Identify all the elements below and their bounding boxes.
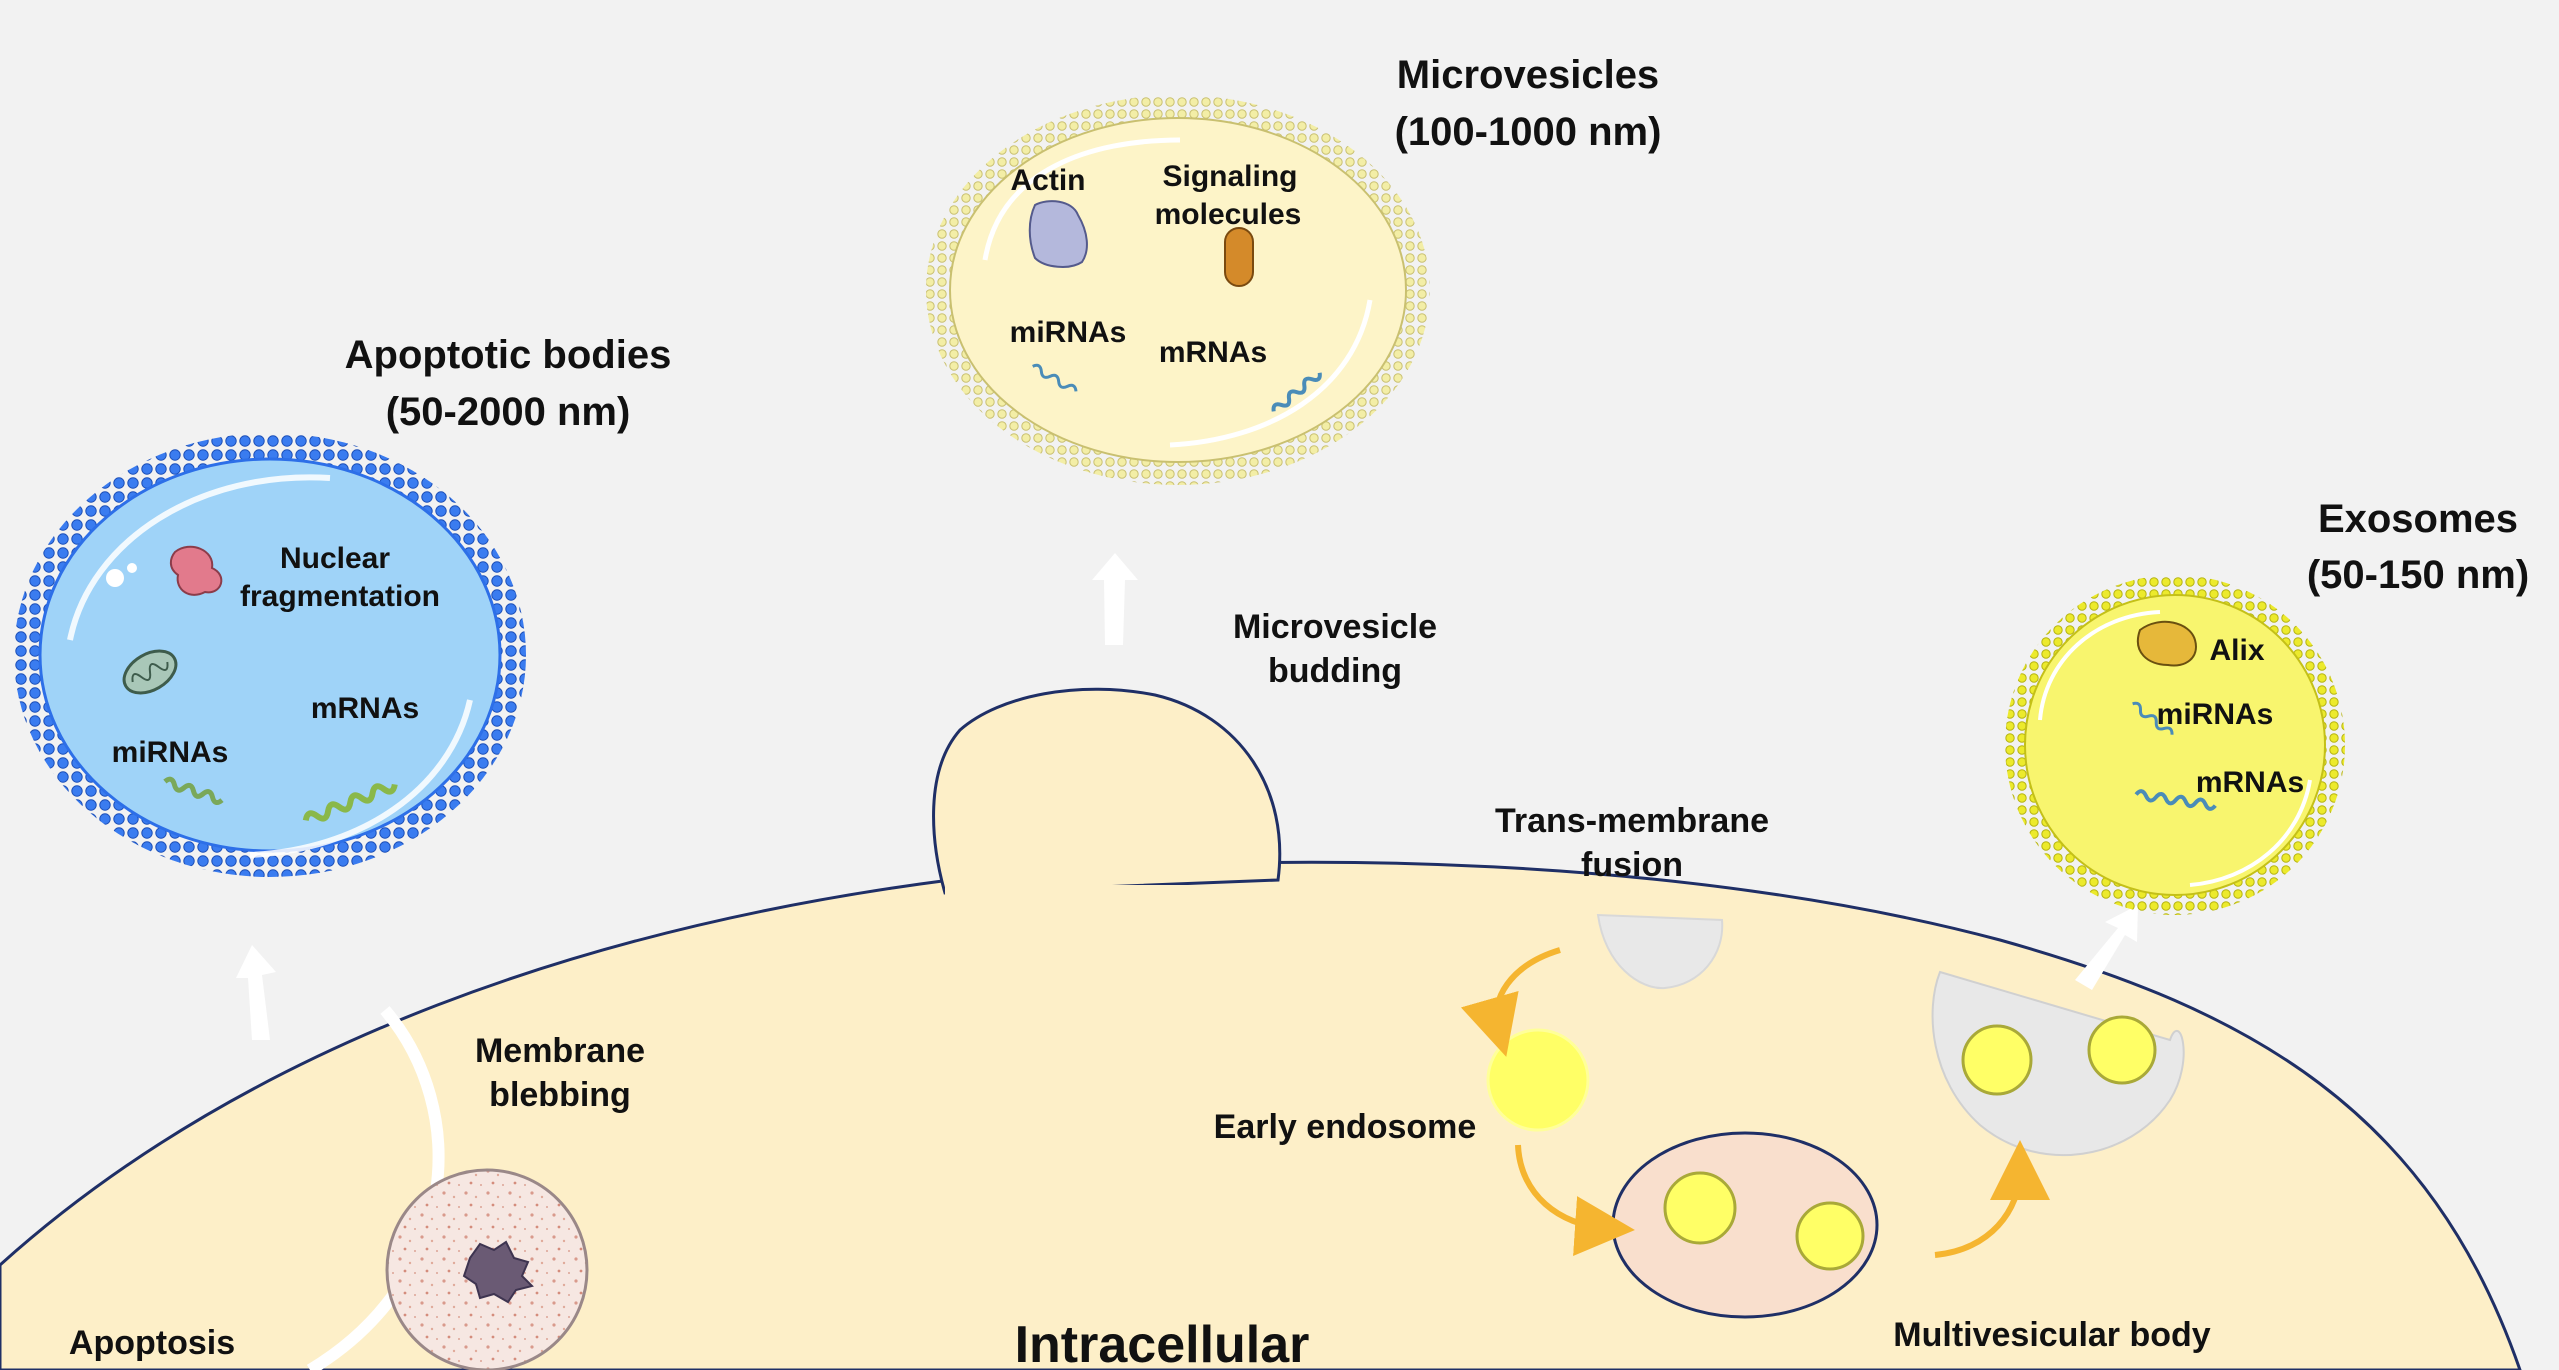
arrow-exosome	[2075, 905, 2138, 990]
curved-arrow-1	[1460, 947, 1561, 1057]
mitochondrion-icon	[122, 649, 178, 695]
condensed-nucleus	[462, 1240, 534, 1304]
blebbing-label-2: blebbing	[489, 1076, 631, 1114]
signaling-molecule-icon	[1224, 227, 1254, 287]
mv-mrnas-label: mRNAs	[1159, 336, 1267, 369]
nuclear-label-1: Nuclear	[280, 542, 390, 575]
mv-mirna-strand-icon	[1032, 363, 1078, 392]
microvesicles-title: Microvesicles	[1397, 53, 1659, 97]
ab-mirna-strand-icon	[163, 776, 224, 806]
fusion-pocket	[1596, 913, 1724, 990]
cell-body	[0, 687, 2522, 1370]
apoptotic-body: Nuclear fragmentation miRNAs mRNAs	[14, 433, 526, 877]
nuclear-fragment-icon	[169, 545, 223, 596]
fusing-vesicle	[2087, 1015, 2157, 1085]
curved-arrow-3	[1934, 1140, 2050, 1258]
ab-mrnas-label: mRNAs	[311, 692, 419, 725]
alix-label: Alix	[2209, 634, 2264, 667]
mvb-label: Multivesicular body	[1893, 1316, 2210, 1354]
early-endosome-label: Early endosome	[1214, 1108, 1477, 1146]
curved-arrow-2	[1515, 1144, 1635, 1256]
mvb-vesicle	[1795, 1201, 1865, 1271]
apoptotic-cell	[385, 1168, 589, 1370]
fusing-mvb	[1931, 970, 2185, 1156]
signaling-label-1: Signaling	[1163, 160, 1298, 193]
fusion-label-1: Trans-membrane	[1495, 802, 1769, 840]
exosome: Alix miRNAs mRNAs	[2005, 575, 2345, 915]
apoptotic-title: Apoptotic bodies	[345, 333, 672, 377]
intracellular-label: Intracellular	[1015, 1316, 1310, 1370]
budding-label-1: Microvesicle	[1233, 608, 1437, 646]
ex-mrna-strand-icon	[2134, 789, 2217, 811]
endosomal-pathway	[1460, 913, 2185, 1319]
exosomes-size: (50-150 nm)	[2307, 553, 2529, 597]
actin-label: Actin	[1011, 164, 1086, 197]
microvesicle-bud	[932, 687, 1282, 895]
mvb-vesicle	[1663, 1171, 1737, 1245]
ab-mrna-strand-icon	[302, 783, 398, 822]
ex-mrnas-label: mRNAs	[2196, 766, 2304, 799]
signaling-label-2: molecules	[1155, 198, 1302, 231]
arrow-apoptotic	[236, 945, 276, 1040]
blebbing-label-1: Membrane	[475, 1032, 645, 1070]
ab-mirnas-label: miRNAs	[112, 736, 229, 769]
ex-mirna-strand-icon	[2132, 701, 2174, 735]
budding-label-2: budding	[1268, 652, 1402, 690]
ex-mirnas-label: miRNAs	[2157, 698, 2274, 731]
alix-icon	[2137, 620, 2197, 667]
mv-mrna-strand-icon	[1271, 372, 1322, 412]
exosomes-title: Exosomes	[2318, 497, 2518, 541]
mv-mirnas-label: miRNAs	[1010, 316, 1127, 349]
apoptotic-size: (50-2000 nm)	[386, 390, 631, 434]
arrow-microvesicle	[1092, 553, 1138, 645]
fusion-label-2: fusion	[1581, 846, 1683, 884]
actin-icon	[1028, 200, 1088, 268]
apoptosis-label: Apoptosis	[69, 1324, 235, 1362]
nuclear-label-2: fragmentation	[240, 580, 440, 613]
early-endosome	[1486, 1028, 1590, 1132]
fusing-vesicle	[1961, 1024, 2033, 1096]
microvesicle: Actin Signaling molecules miRNAs mRNAs	[926, 95, 1430, 485]
microvesicles-size: (100-1000 nm)	[1395, 110, 1662, 154]
